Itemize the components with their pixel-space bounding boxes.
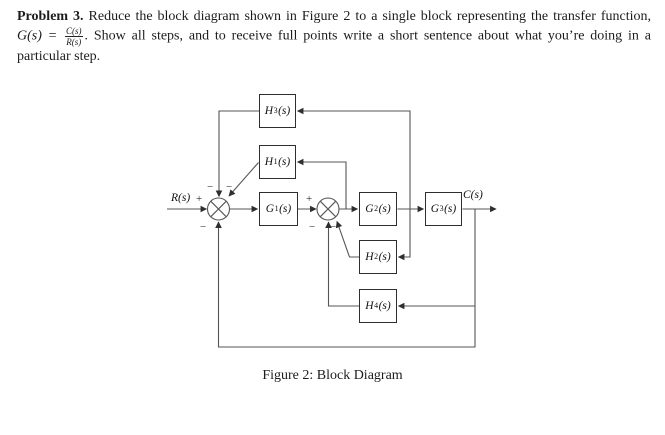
fraction-numerator: C(s) — [65, 26, 83, 38]
block-H1-letter: H — [264, 156, 274, 168]
transfer-function-fraction: C(s)R(s) — [65, 26, 83, 48]
block-H3-letter: H — [264, 105, 274, 117]
block-G2-arg: (s) — [378, 203, 391, 215]
summing-junction-2 — [316, 197, 340, 221]
wire-h4-sum2 — [325, 221, 359, 307]
problem-number: Problem 3. — [17, 9, 84, 24]
wire-h1-sum1 — [228, 162, 259, 197]
problem-statement: Problem 3. Reduce the block diagram show… — [17, 8, 651, 66]
block-H4-subscript: 4 — [374, 301, 379, 310]
wire-output-sum1 — [215, 209, 476, 348]
problem-text-2: . Show all steps, and to receive full po… — [17, 28, 651, 64]
wire-takeoff-h3 — [296, 107, 411, 209]
sum1-minus-top-left-sign: − — [207, 181, 214, 193]
sum2-plus-sign: + — [306, 193, 313, 205]
input-signal-label: R(s) — [171, 192, 191, 204]
figure-caption-text: Figure 2: Block Diagram — [262, 368, 403, 383]
block-G3-subscript: 3 — [439, 204, 444, 213]
wire-takeoff-h1 — [296, 158, 347, 209]
wire-h3-sum1 — [215, 110, 259, 198]
block-H1-subscript: 1 — [273, 157, 278, 166]
block-G3-letter: G — [430, 203, 440, 215]
block-H3-arg: (s) — [278, 105, 291, 117]
block-G1-letter: G — [265, 203, 275, 215]
block-H4-letter: H — [365, 300, 374, 312]
sum2-minus-bottom-right-sign: − — [330, 221, 337, 233]
wire-takeoff-h2 — [397, 209, 411, 261]
fraction-denominator: R(s) — [66, 37, 82, 48]
block-H2-arg: (s) — [378, 251, 391, 263]
block-G2-letter: G — [365, 203, 374, 215]
summing-junction-1 — [206, 197, 231, 221]
block-H2-letter: H — [365, 251, 374, 263]
block-G3-arg: (s) — [444, 203, 457, 215]
block-G2-subscript: 2 — [374, 204, 379, 213]
block-G1-subscript: 1 — [274, 204, 279, 213]
problem-text-1: Reduce the block diagram shown in Figure… — [83, 9, 651, 24]
wire-h2-sum2 — [335, 220, 359, 258]
sum1-plus-sign: + — [196, 193, 203, 205]
sum2-minus-bottom-left-sign: − — [309, 221, 316, 233]
block-H3-subscript: 3 — [273, 106, 278, 115]
sum1-minus-bottom-sign: − — [200, 221, 207, 233]
block-H1-arg: (s) — [278, 156, 291, 168]
block-H4-arg: (s) — [378, 300, 391, 312]
figure-caption: Figure 2: Block Diagram — [160, 368, 505, 384]
equation-lhs: G(s) = — [17, 28, 64, 44]
block-H2-subscript: 2 — [374, 252, 379, 261]
output-signal-label: C(s) — [463, 189, 483, 201]
sum1-minus-top-right-sign: − — [226, 181, 233, 193]
block-G1-arg: (s) — [279, 203, 292, 215]
